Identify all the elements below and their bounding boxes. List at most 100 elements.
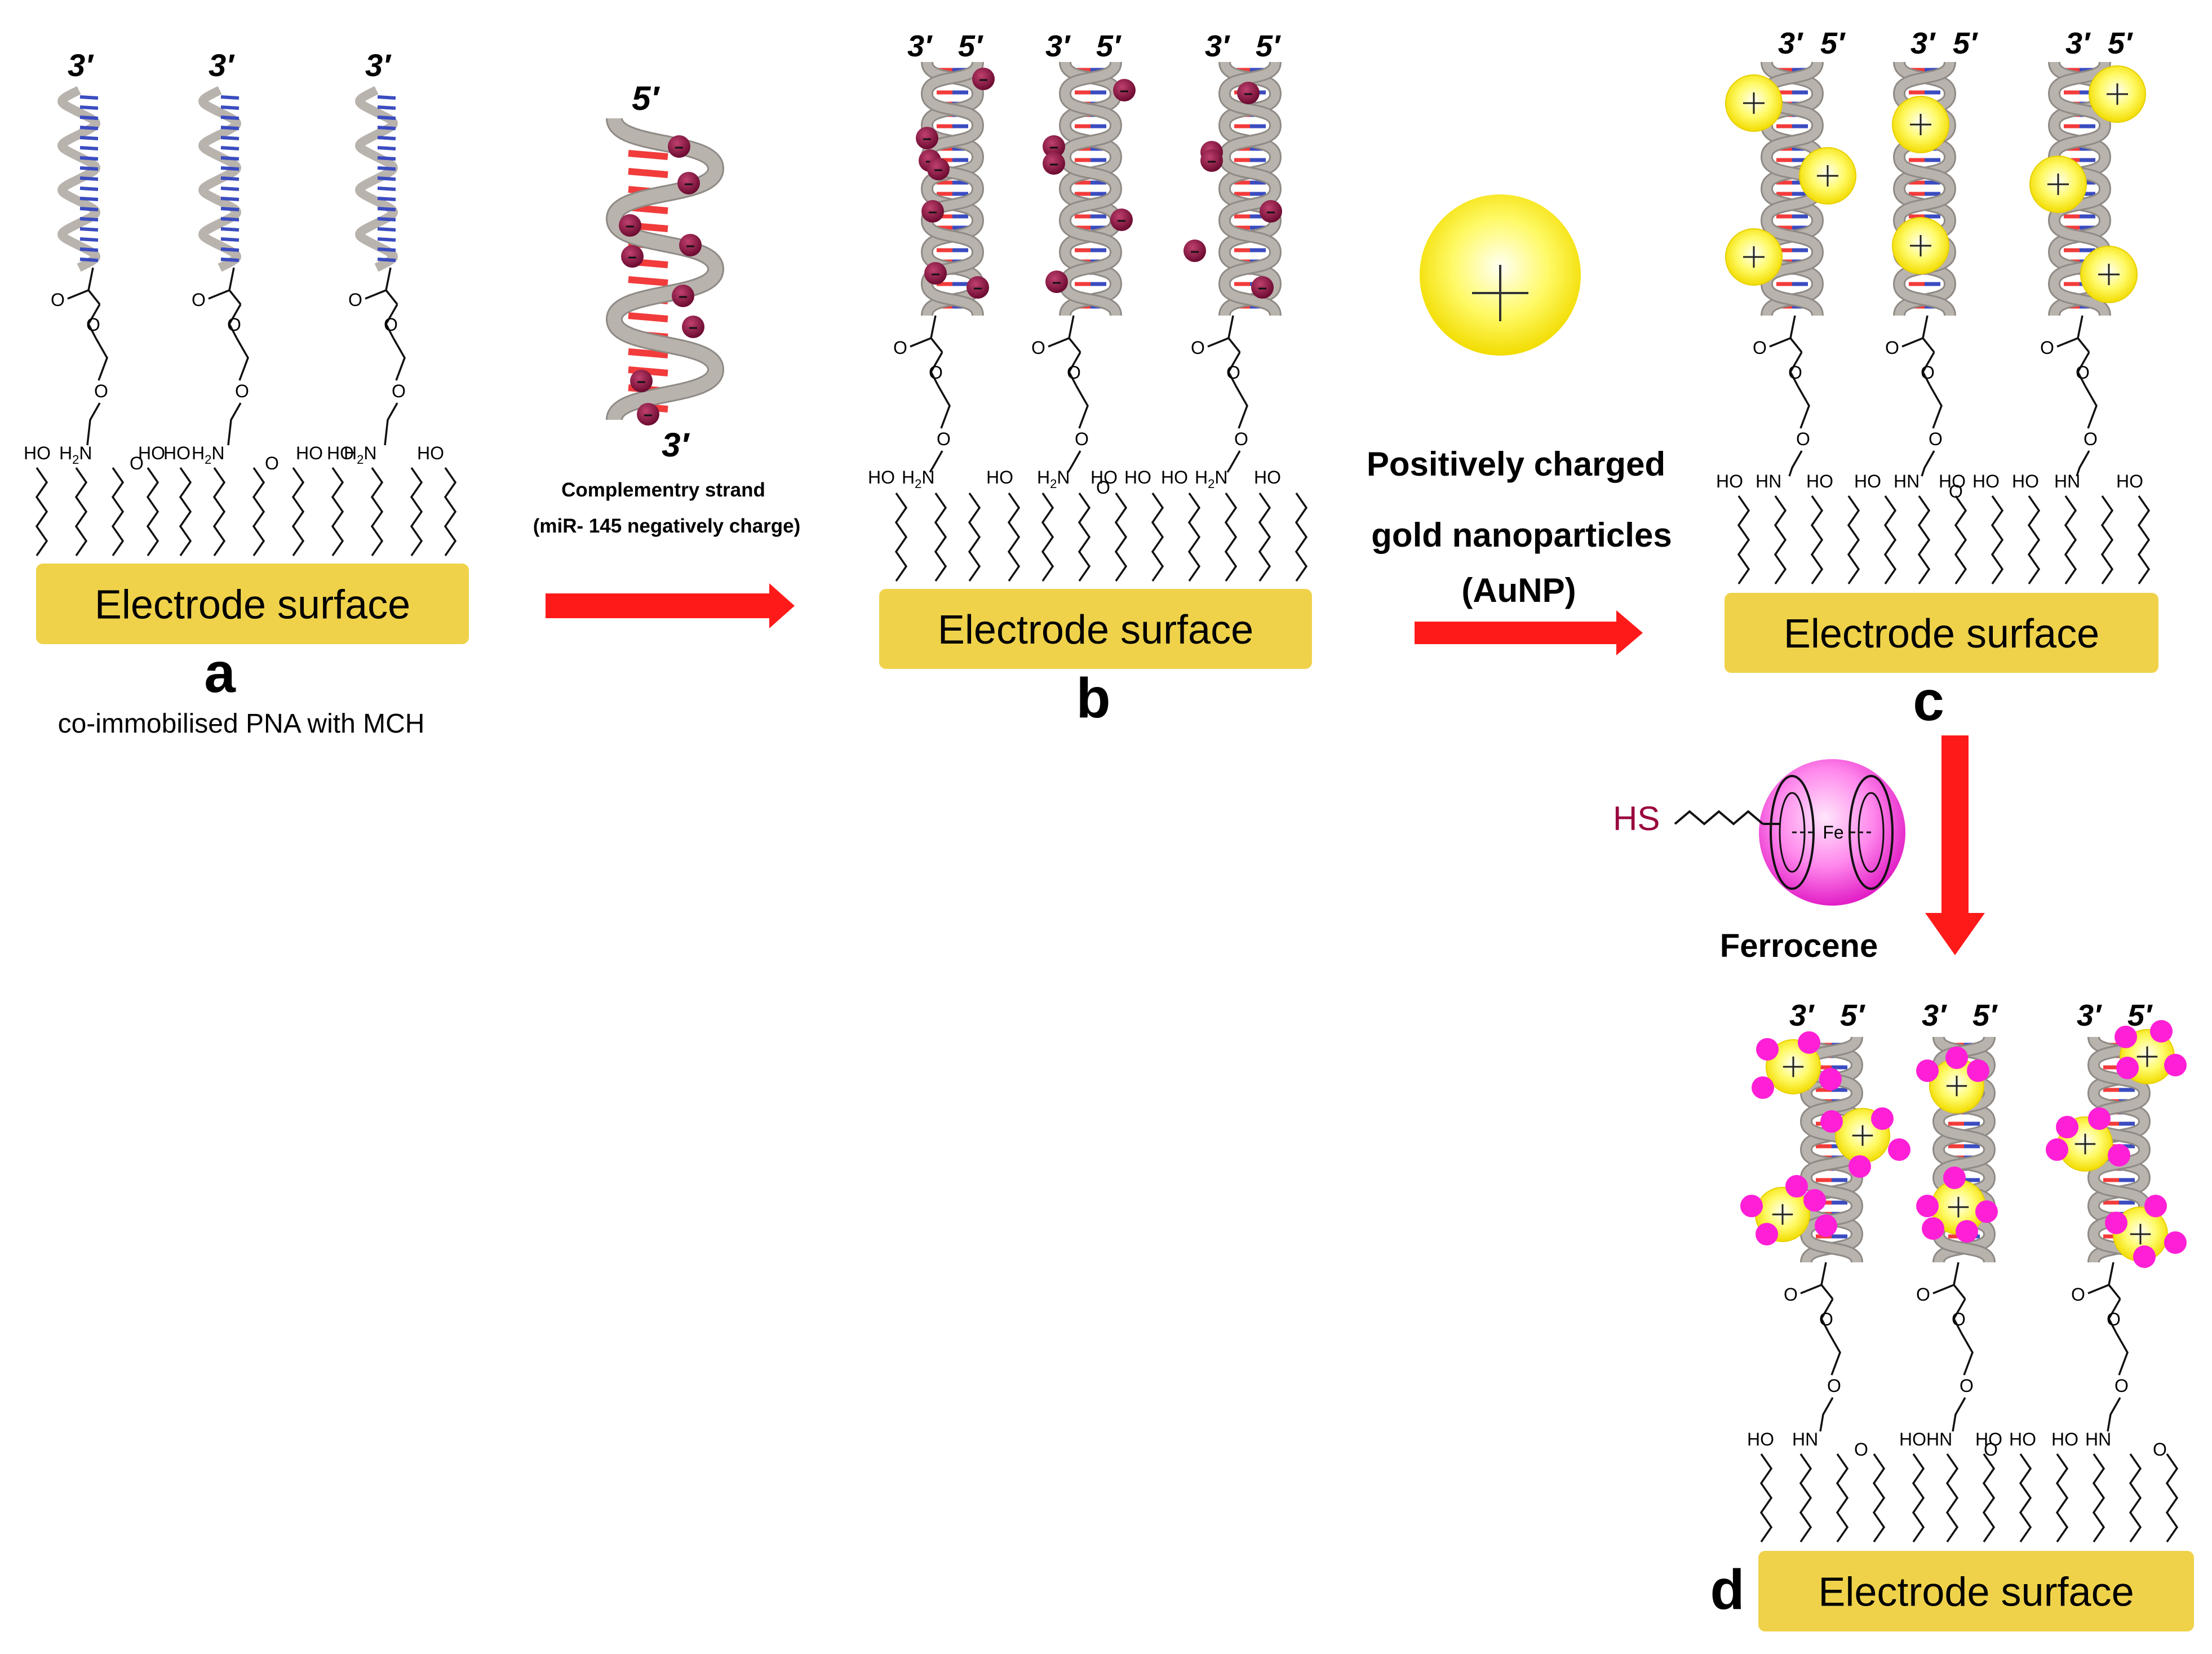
free-gold-nanoparticle — [1420, 194, 1581, 356]
pna-base — [377, 258, 396, 262]
mirna-base — [628, 312, 668, 322]
pna-base — [220, 105, 240, 110]
peg-linker: OOO — [192, 267, 249, 446]
mirna-backbone — [607, 117, 723, 422]
pna-base — [79, 217, 99, 221]
gold-nanoparticle — [1799, 147, 1856, 205]
ferrocene-label: Ferrocene — [1720, 928, 1878, 964]
mch-alkyl-chain — [968, 493, 981, 582]
amine-subscript: 2 — [205, 453, 211, 467]
negative-charge — [972, 68, 995, 90]
ferrocene-dot — [2144, 1195, 2167, 1217]
ether-oxygen: O — [2107, 1309, 2121, 1329]
negative-charge — [677, 172, 700, 194]
mch-alkyl-chain — [291, 467, 305, 556]
ether-oxygen: O — [1921, 362, 1935, 383]
negative-charge-circle — [630, 370, 653, 392]
linker-bond — [1922, 352, 1935, 387]
linker-bond — [2115, 1332, 2129, 1376]
ferrocene-dot — [2088, 1107, 2111, 1130]
ferrocene-dot — [1945, 1047, 1968, 1069]
duplex-5-prime-label: 5′ — [2127, 999, 2153, 1032]
carbonyl-bond — [2087, 1284, 2109, 1294]
pna-base — [79, 166, 99, 171]
electrode-c: Electrode surface — [1725, 593, 2158, 673]
target-3-prime-label: 3′ — [662, 426, 690, 464]
pna-base — [377, 176, 396, 181]
mch-alkyl-chain — [1991, 495, 2004, 584]
negative-charge — [682, 316, 704, 338]
negative-charge-circle — [679, 234, 702, 256]
panel-c-letter: c — [1913, 669, 1944, 733]
pna-base — [220, 197, 240, 201]
peg-linker: OOO — [1753, 315, 1810, 477]
amine-n: N — [79, 443, 92, 463]
linker-bond — [87, 304, 101, 339]
negative-charge — [1260, 200, 1282, 223]
hydroxyl-label: HO — [868, 467, 895, 487]
linker-bond — [1075, 385, 1089, 429]
negative-charge-circle — [672, 285, 694, 307]
ether-oxygen: O — [94, 381, 108, 401]
linker-bond — [1820, 1262, 1834, 1300]
mch-alkyl-chain — [252, 467, 265, 556]
carbonyl-oxygen: O — [51, 290, 65, 310]
amide-label: HN — [1926, 1429, 1952, 1449]
pna-base — [377, 197, 396, 201]
mch-alkyl-chain — [1917, 495, 1931, 584]
amine-label: H2N — [1195, 467, 1227, 491]
pna-base — [377, 146, 396, 150]
negative-charge-circle — [1110, 209, 1133, 231]
ferrocene-dot — [1975, 1200, 1998, 1223]
negative-charge — [967, 276, 989, 299]
ferrocene-dot — [1752, 1076, 1774, 1099]
ferrocene-dot — [1820, 1110, 1843, 1133]
negative-charge — [1043, 152, 1065, 175]
duplex-5-prime-label: 5′ — [1096, 29, 1121, 63]
carbonyl-oxygen: O — [1885, 338, 1899, 358]
ferrocene-dot — [2108, 1144, 2130, 1167]
pna-base — [79, 126, 99, 130]
duplex-5-prime-label: 5′ — [1256, 29, 1281, 63]
electrode-surface-label: Electrode surface — [938, 607, 1253, 653]
amine-subscript: 2 — [357, 453, 364, 467]
peg-linker: OOO — [1916, 1262, 1974, 1432]
amide-oxygen: O — [1096, 477, 1110, 498]
pna-base — [220, 187, 240, 191]
ferrocene-dot — [2133, 1245, 2156, 1268]
negative-charge-circle — [682, 316, 704, 338]
pna-base — [377, 105, 396, 110]
linker-bond — [1227, 315, 1241, 353]
mch-alkyl-chain — [1258, 493, 1271, 582]
amide-label: HN — [1792, 1429, 1818, 1449]
gold-nanoparticle — [2029, 156, 2087, 213]
ferrocene-dot — [2046, 1138, 2068, 1161]
gold-nanoparticle — [1892, 217, 1949, 274]
pna-base — [377, 207, 396, 211]
linker-bond — [1788, 450, 1803, 477]
pna-base — [220, 95, 240, 100]
amide-label: HN — [2054, 471, 2080, 491]
duplex-3-prime-label: 3′ — [2077, 999, 2102, 1032]
panel-a-letter: a — [204, 641, 236, 704]
mch-alkyl-chain — [1759, 1453, 1773, 1542]
carbonyl-oxygen: O — [1784, 1284, 1798, 1305]
negative-charge-circle — [967, 276, 989, 299]
hydroxyl-label: HO — [1124, 467, 1151, 487]
hydroxyl-label: HO — [163, 443, 190, 463]
amine-n: N — [921, 467, 934, 487]
ferrocene-dot — [1803, 1189, 1826, 1212]
aunp-caption-line1: Positively charged — [1367, 445, 1665, 483]
mch-alkyl-chain — [2137, 495, 2151, 584]
ether-oxygen: O — [929, 362, 943, 383]
ether-oxygen: O — [384, 314, 398, 335]
mch-alkyl-chain — [1847, 495, 1860, 584]
mirna-base — [628, 168, 668, 178]
ferrocene-dot — [2116, 1057, 2139, 1079]
mirna-base — [628, 276, 668, 286]
linker-bond — [1929, 385, 1943, 429]
electrode-rect — [879, 589, 1312, 669]
duplex-3-prime-label: 3′ — [1045, 29, 1071, 63]
